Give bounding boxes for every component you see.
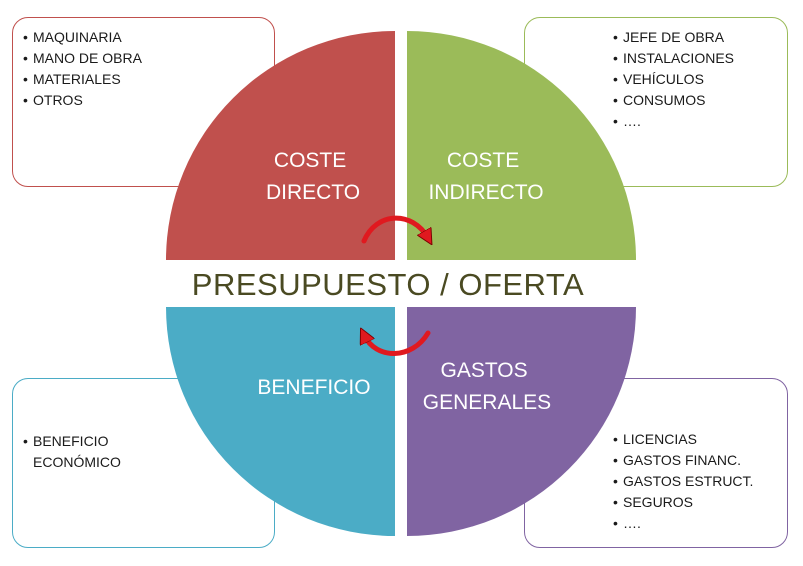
- list-item: INSTALACIONES: [613, 48, 787, 69]
- gastos-generales-quadrant: [407, 307, 636, 536]
- cycle-arrow-bottom-icon: [364, 333, 431, 356]
- list-item: SEGUROS: [613, 492, 787, 513]
- list-item: MANO DE OBRA: [23, 48, 274, 69]
- coste-directo-label: COSTE DIRECTO: [266, 149, 360, 204]
- beneficio-quadrant: [166, 307, 395, 536]
- gastos-generales-list: LICENCIAS GASTOS FINANC. GASTOS ESTRUCT.…: [613, 429, 787, 534]
- gastos-generales-label: GASTOS GENERALES: [423, 359, 551, 414]
- coste-indirecto-label-line2: INDIRECTO: [428, 181, 543, 204]
- coste-indirecto-label: COSTE INDIRECTO: [428, 149, 543, 204]
- gastos-generales-label-line2: GENERALES: [423, 391, 551, 414]
- list-item: GASTOS FINANC.: [613, 450, 787, 471]
- list-item: CONSUMOS: [613, 90, 787, 111]
- coste-directo-list: MAQUINARIA MANO DE OBRA MATERIALES OTROS: [23, 27, 274, 111]
- coste-directo-label-line2: DIRECTO: [266, 181, 360, 204]
- list-item: ….: [613, 513, 787, 534]
- list-item: VEHÍCULOS: [613, 69, 787, 90]
- beneficio-label-line1: BENEFICIO: [257, 376, 370, 399]
- gastos-generales-label-line1: GASTOS: [441, 359, 528, 382]
- coste-indirecto-list: JEFE DE OBRA INSTALACIONES VEHÍCULOS CON…: [613, 27, 787, 132]
- list-item: BENEFICIO ECONÓMICO: [23, 431, 143, 473]
- coste-indirecto-quadrant: [407, 31, 636, 260]
- list-item: JEFE DE OBRA: [613, 27, 787, 48]
- coste-directo-label-line1: COSTE: [274, 149, 346, 172]
- cycle-arrow-top-icon: [361, 215, 428, 241]
- list-item: MATERIALES: [23, 69, 274, 90]
- list-item: GASTOS ESTRUCT.: [613, 471, 787, 492]
- beneficio-label: BENEFICIO: [257, 376, 370, 399]
- list-item: MAQUINARIA: [23, 27, 274, 48]
- coste-directo-quadrant: [166, 31, 395, 260]
- center-title: PRESUPUESTO / OFERTA: [192, 267, 584, 302]
- beneficio-list: BENEFICIO ECONÓMICO: [23, 431, 274, 473]
- coste-indirecto-label-line1: COSTE: [447, 149, 519, 172]
- list-item: LICENCIAS: [613, 429, 787, 450]
- list-item: OTROS: [23, 90, 274, 111]
- list-item: ….: [613, 111, 787, 132]
